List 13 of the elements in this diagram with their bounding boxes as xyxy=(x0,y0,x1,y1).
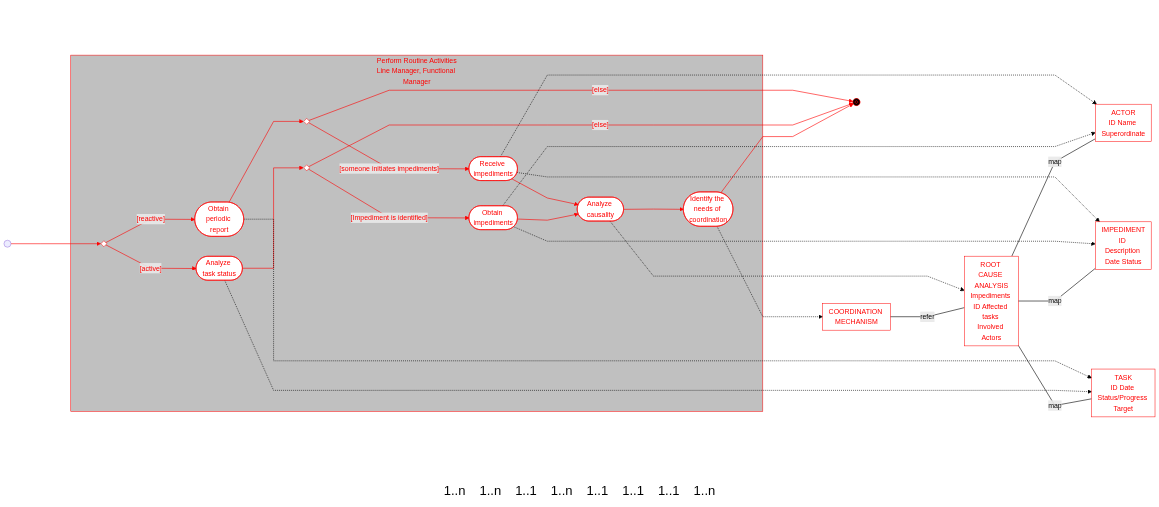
multiplicity-label: 1..1 xyxy=(622,482,644,498)
node-diamond xyxy=(100,240,108,247)
connector xyxy=(1017,344,1092,406)
multiplicity-label: 1..n xyxy=(550,482,573,498)
multiplicity-label: 1..1 xyxy=(657,482,680,498)
multiplicity-label: 1..n xyxy=(479,482,502,498)
multiplicity-label: 1..n xyxy=(443,482,466,498)
multiplicity-label: 1..1 xyxy=(586,482,609,498)
node-circle xyxy=(3,240,12,248)
node-diamond xyxy=(303,164,310,172)
multiplicity-label: 1..1 xyxy=(515,482,537,498)
node-diamond xyxy=(303,118,310,125)
multiplicity-label: 1..n xyxy=(693,482,716,498)
